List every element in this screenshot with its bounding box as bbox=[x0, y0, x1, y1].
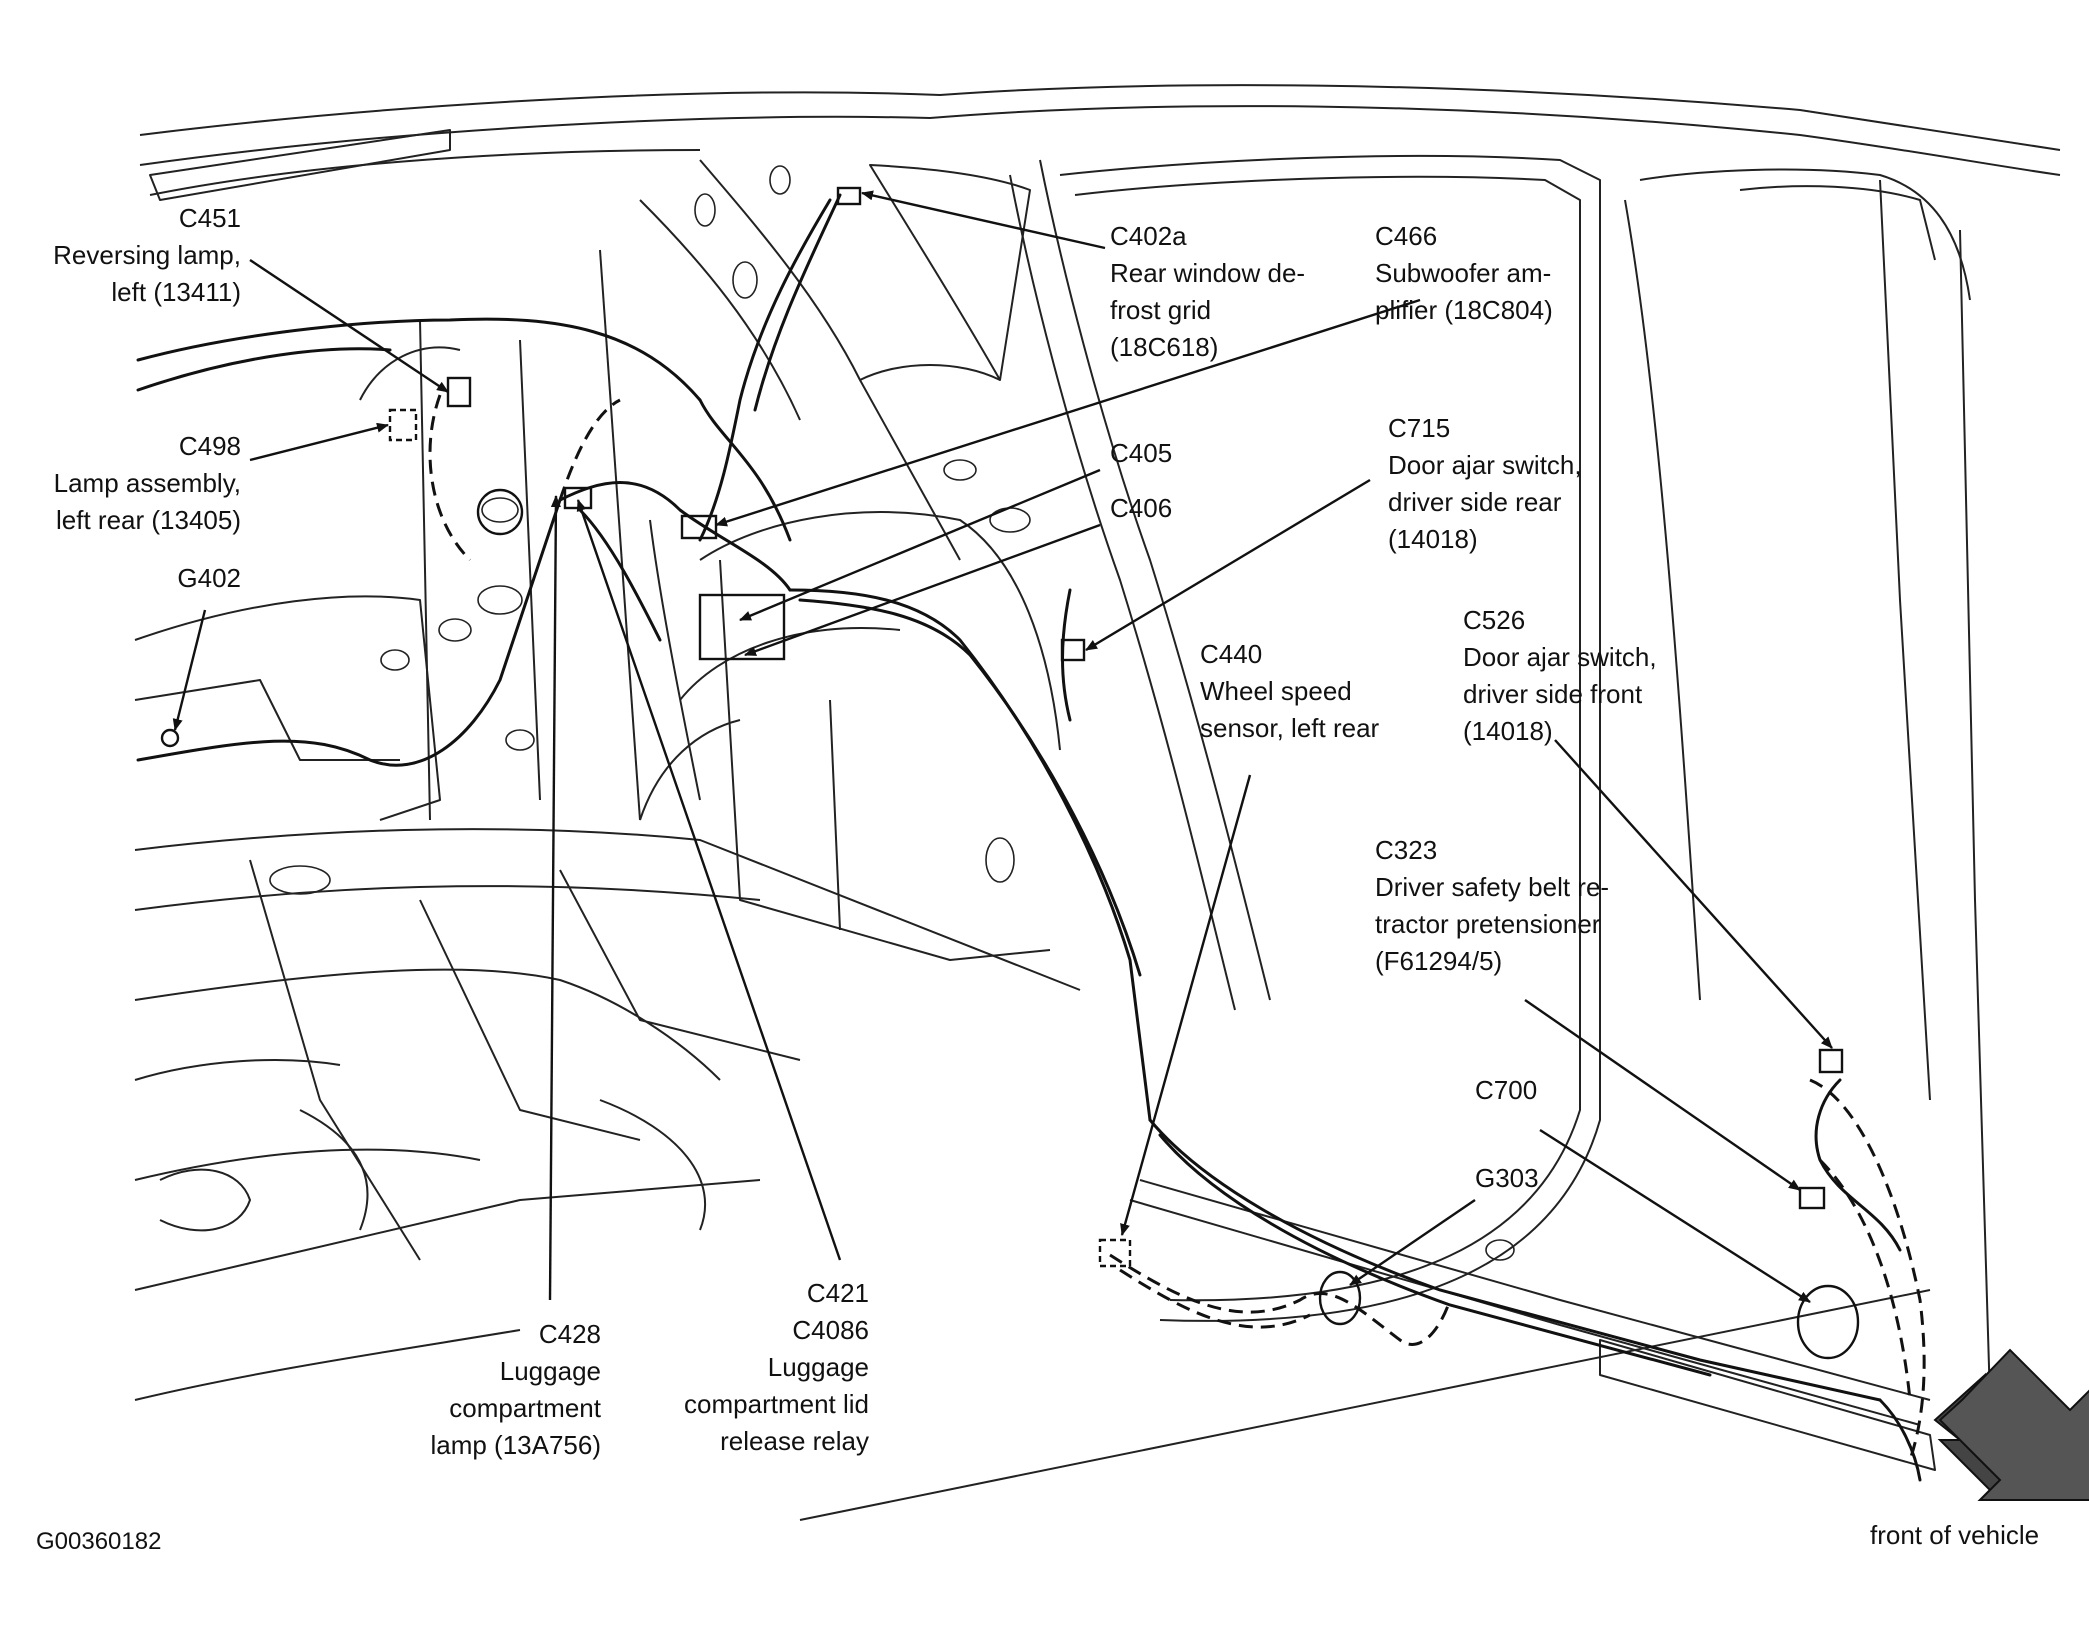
connector-c451 bbox=[446, 376, 472, 408]
callout-c526: C526 Door ajar switch, driver side front… bbox=[1463, 602, 1657, 750]
connector-c700 bbox=[1796, 1284, 1860, 1360]
callout-line: left (13411) bbox=[111, 277, 241, 307]
leader-c526 bbox=[1554, 739, 1833, 1049]
callout-code: C323 bbox=[1375, 835, 1438, 865]
callout-line: Driver safety belt re- bbox=[1375, 872, 1610, 902]
callout-line: compartment lid bbox=[684, 1389, 869, 1419]
figure-id: G00360182 bbox=[36, 1528, 162, 1555]
leader-c428 bbox=[548, 495, 561, 1301]
callout-line: tractor pretensioner bbox=[1375, 909, 1601, 939]
callout-line: lamp (13A756) bbox=[430, 1430, 601, 1460]
connector-c526 bbox=[1818, 1048, 1844, 1074]
callout-line: Luggage bbox=[767, 1352, 869, 1382]
connector-c715 bbox=[1060, 638, 1086, 662]
connector-c498 bbox=[388, 408, 418, 442]
callout-line: Subwoofer am- bbox=[1375, 258, 1552, 288]
connector-c440 bbox=[1098, 1238, 1132, 1268]
callout-line: release relay bbox=[720, 1426, 869, 1456]
callout-code: C451 bbox=[178, 203, 241, 233]
leader-c451 bbox=[249, 259, 449, 393]
callout-g402: G402 bbox=[177, 560, 241, 597]
callout-g303: G303 bbox=[1475, 1160, 1539, 1197]
callout-line: Door ajar switch, bbox=[1388, 450, 1582, 480]
callout-c700: C700 bbox=[1475, 1072, 1537, 1109]
leader-g303 bbox=[1349, 1199, 1476, 1286]
connector-c402a bbox=[836, 186, 862, 206]
callout-c323: C323 Driver safety belt re- tractor pret… bbox=[1375, 832, 1609, 980]
callout-c451: C451 Reversing lamp, left (13411) bbox=[53, 200, 241, 311]
leader-c405 bbox=[739, 468, 1101, 622]
callout-line: C4086 bbox=[792, 1315, 869, 1345]
callout-line: driver side front bbox=[1463, 679, 1643, 709]
callout-line: Rear window de- bbox=[1110, 258, 1306, 288]
callout-code: C421 bbox=[806, 1278, 869, 1308]
callout-code: C466 bbox=[1375, 221, 1438, 251]
leader-c715 bbox=[1085, 478, 1371, 652]
connector-c323 bbox=[1798, 1186, 1826, 1210]
leader-c323 bbox=[1524, 999, 1801, 1191]
callout-line: frost grid bbox=[1110, 295, 1212, 325]
callout-code: C700 bbox=[1475, 1075, 1538, 1105]
leader-c498 bbox=[249, 422, 389, 462]
callout-c406: C406 bbox=[1110, 490, 1172, 527]
callout-c498: C498 Lamp assembly, left rear (13405) bbox=[54, 428, 241, 539]
callout-line: Wheel speed bbox=[1200, 676, 1352, 706]
callout-line: sensor, left rear bbox=[1200, 713, 1380, 743]
callout-line: compartment bbox=[449, 1393, 601, 1423]
leader-c421 bbox=[576, 499, 842, 1261]
callout-c428: C428 Luggage compartment lamp (13A756) bbox=[430, 1316, 601, 1464]
leader-g402 bbox=[172, 609, 207, 731]
harness-solid bbox=[136, 193, 1922, 1482]
grommet bbox=[476, 488, 524, 536]
leader-c466 bbox=[715, 298, 1421, 527]
body-outline bbox=[134, 84, 2061, 1521]
access-holes bbox=[269, 165, 1515, 1261]
callout-line: (F61294/5) bbox=[1375, 946, 1503, 976]
callout-line: Luggage bbox=[499, 1356, 601, 1386]
callout-code: C428 bbox=[538, 1319, 601, 1349]
ground-g303 bbox=[1318, 1270, 1362, 1326]
callout-c402a: C402a Rear window de- frost grid (18C618… bbox=[1110, 218, 1305, 366]
callout-c405: C405 bbox=[1110, 435, 1172, 472]
callout-line: plifier (18C804) bbox=[1375, 295, 1553, 325]
connector-c466 bbox=[680, 514, 718, 540]
callout-code: C405 bbox=[1110, 438, 1173, 468]
callout-line: Door ajar switch, bbox=[1463, 642, 1657, 672]
leader-c406 bbox=[744, 523, 1101, 657]
connectors bbox=[160, 186, 1860, 1360]
leader-c402a bbox=[861, 190, 1106, 250]
front-of-vehicle-label: front of vehicle bbox=[1870, 1520, 2040, 1550]
callout-line: left rear (13405) bbox=[56, 505, 241, 535]
callout-code: C715 bbox=[1388, 413, 1451, 443]
callout-code: G402 bbox=[177, 563, 241, 593]
leader-c700 bbox=[1539, 1128, 1811, 1304]
callout-c466: C466 Subwoofer am- plifier (18C804) bbox=[1375, 218, 1553, 329]
callout-line: Reversing lamp, bbox=[53, 240, 241, 270]
callout-code: C498 bbox=[178, 431, 241, 461]
callout-code: C440 bbox=[1200, 639, 1263, 669]
callout-line: Lamp assembly, bbox=[53, 468, 241, 498]
connector-c405-c406 bbox=[698, 593, 786, 661]
callout-code: G303 bbox=[1475, 1163, 1539, 1193]
callout-code: C406 bbox=[1110, 493, 1173, 523]
callout-line: (18C618) bbox=[1110, 332, 1219, 362]
callout-code: C402a bbox=[1110, 221, 1187, 251]
harness-hidden bbox=[428, 394, 1926, 1461]
callout-line: driver side rear bbox=[1388, 487, 1562, 517]
callout-c421: C421 C4086 Luggage compartment lid relea… bbox=[684, 1275, 869, 1460]
ground-g402 bbox=[160, 728, 180, 748]
callout-code: C526 bbox=[1463, 605, 1526, 635]
callout-c440: C440 Wheel speed sensor, left rear bbox=[1200, 636, 1379, 747]
callout-line: (14018) bbox=[1463, 716, 1553, 746]
front-arrow-icon bbox=[1933, 1348, 2089, 1501]
callout-c715: C715 Door ajar switch, driver side rear … bbox=[1388, 410, 1582, 558]
leader-c440 bbox=[1120, 774, 1252, 1236]
leader-lines bbox=[172, 190, 1833, 1304]
callout-line: (14018) bbox=[1388, 524, 1478, 554]
